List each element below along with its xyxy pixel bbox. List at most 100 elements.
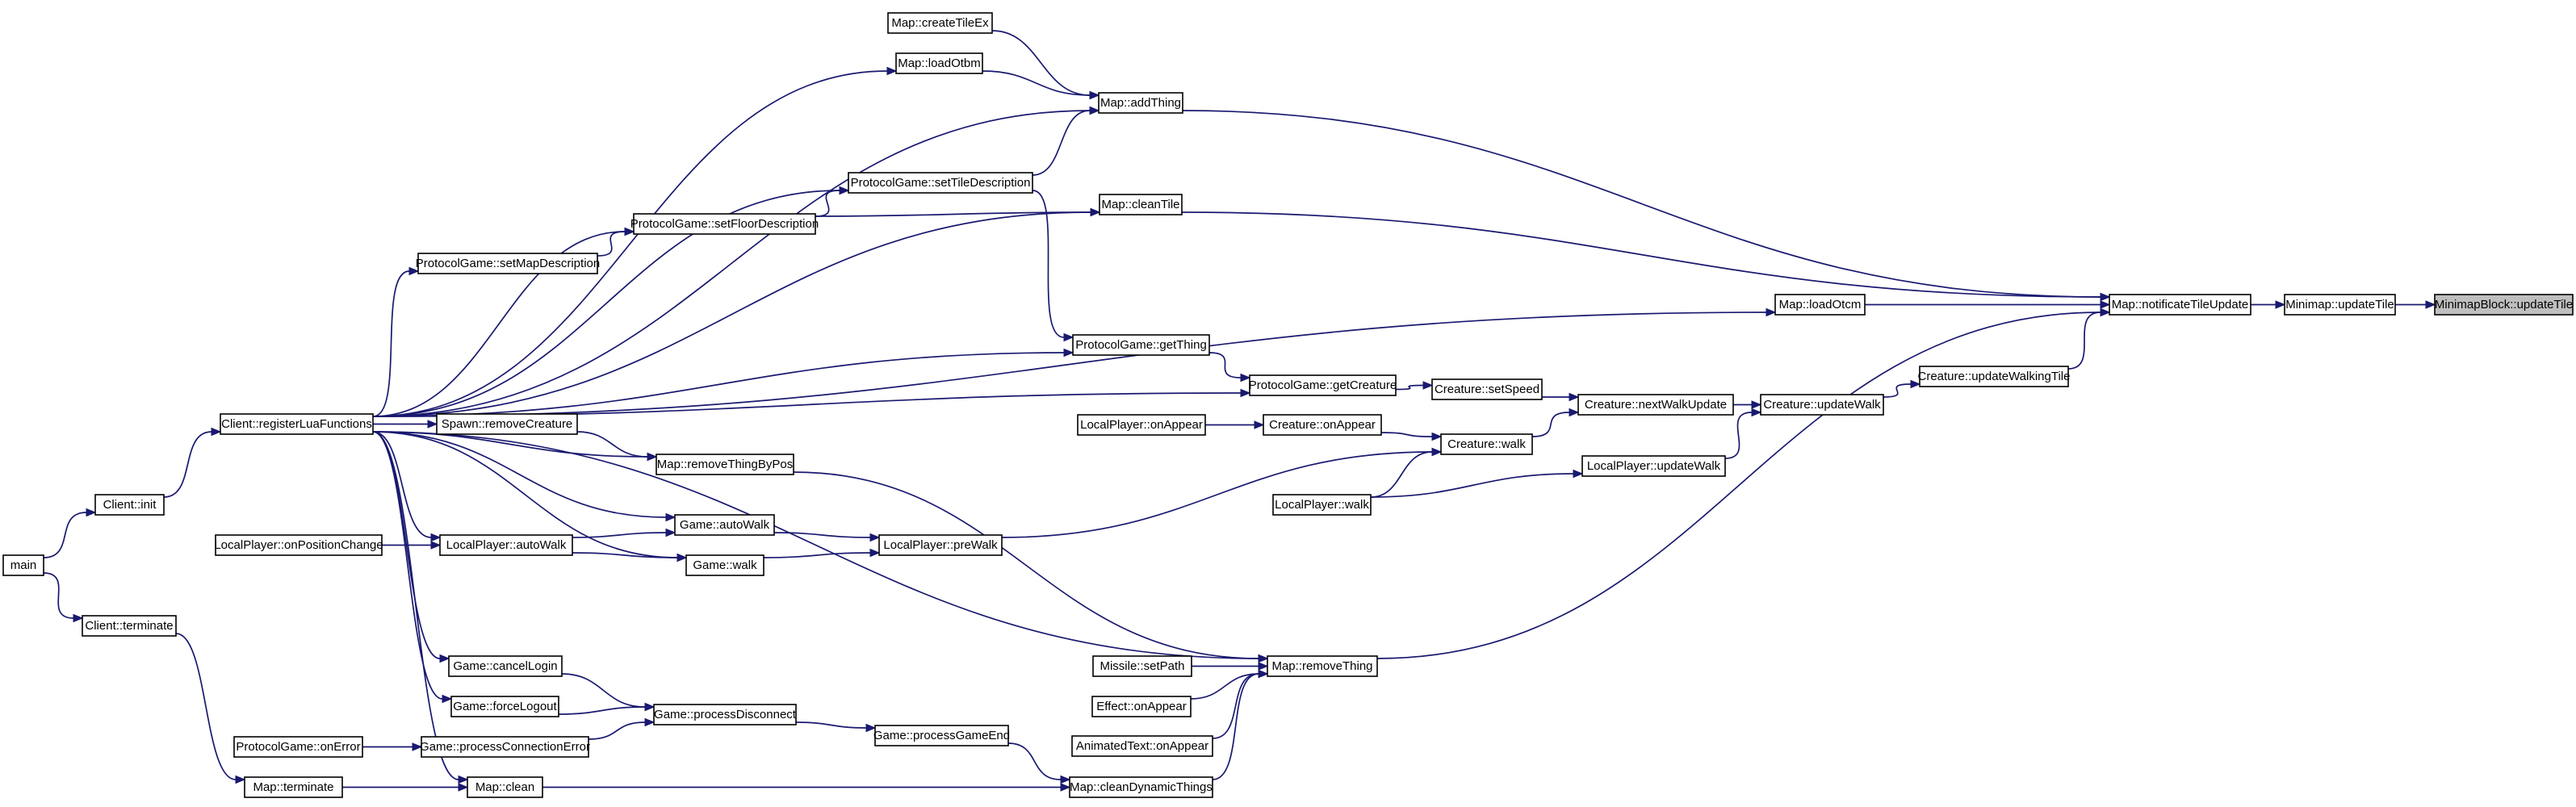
node-map-notificate-tile-update[interactable]: Map::notificateTileUpdate [2109, 294, 2251, 316]
arrowhead-icon [676, 553, 688, 562]
node-game-walk[interactable]: Game::walk [685, 554, 764, 576]
node-creature-set-speed[interactable]: Creature::setSpeed [1431, 378, 1543, 400]
node-localplayer-update-walk[interactable]: LocalPlayer::updateWalk [1581, 455, 1726, 477]
node-creature-next-walk-update[interactable]: Creature::nextWalkUpdate [1577, 394, 1734, 416]
node-box [2109, 294, 2251, 316]
node-game-process-game-end[interactable]: Game::processGameEnd [873, 725, 1010, 746]
node-box [1581, 455, 1726, 477]
node-map-add-thing[interactable]: Map::addThing [1098, 92, 1183, 114]
node-localplayer-walk[interactable]: LocalPlayer::walk [1272, 494, 1372, 516]
node-game-process-disconnect[interactable]: Game::processDisconnect [653, 704, 797, 725]
node-creature-on-appear[interactable]: Creature::onAppear [1263, 414, 1382, 436]
edge-client-register-lua-functions-to-map-add-thing [372, 106, 1100, 417]
edge-game-force-logout-to-game-process-disconnect [558, 702, 656, 715]
edge-map-load-otbm-to-map-add-thing [982, 70, 1100, 100]
node-minimap-update-tile[interactable]: Minimap::updateTile [2284, 294, 2396, 316]
node-map-load-otbm[interactable]: Map::loadOtbm [895, 52, 983, 74]
node-protocolgame-set-tile-description[interactable]: ProtocolGame::setTileDescription [848, 172, 1033, 194]
edge-line [372, 211, 1091, 417]
edge-line [372, 431, 443, 700]
node-box [421, 736, 589, 758]
node-map-clean-dynamic-things[interactable]: Map::cleanDynamicThings [1069, 776, 1213, 798]
node-missile-set-path[interactable]: Missile::setPath [1092, 655, 1192, 677]
node-spawn-remove-creature[interactable]: Spawn::removeCreature [436, 413, 578, 435]
node-localplayer-on-position-change[interactable]: LocalPlayer::onPositionChange [214, 534, 383, 556]
node-box [685, 554, 764, 576]
edge-line [372, 431, 1259, 659]
node-client-register-lua-functions[interactable]: Client::registerLuaFunctions [220, 413, 374, 435]
node-game-process-connection-error[interactable]: Game::processConnectionError [420, 736, 590, 758]
node-client-init[interactable]: Client::init [94, 494, 165, 516]
node-client-terminate[interactable]: Client::terminate [82, 615, 177, 637]
node-label: main [10, 558, 37, 572]
node-map-load-otcm[interactable]: Map::loadOtcm [1774, 294, 1866, 316]
edge-map-terminate-to-map-clean [342, 783, 469, 792]
node-map-remove-thing-by-pos[interactable]: Map::removeThingByPos [656, 454, 794, 475]
edge-line [372, 431, 459, 780]
arrowhead-icon [427, 420, 438, 429]
edge-client-terminate-to-map-terminate [175, 633, 246, 784]
edge-localplayer-walk-to-localplayer-update-walk [1370, 469, 1584, 498]
edge-client-register-lua-functions-to-map-clean [372, 431, 469, 784]
node-protocolgame-get-thing[interactable]: ProtocolGame::getThing [1072, 334, 1210, 356]
edge-localplayer-update-walk-to-creature-update-walk [1724, 408, 1762, 459]
edge-line [1208, 352, 1242, 378]
node-map-remove-thing[interactable]: Map::removeThing [1267, 655, 1378, 677]
node-animatedtext-on-appear[interactable]: AnimatedText::onAppear [1071, 735, 1213, 757]
node-minimapblock-update-tile[interactable]: MinimapBlock::updateTile [2434, 294, 2574, 316]
node-box [244, 776, 343, 798]
node-main[interactable]: main [2, 554, 44, 576]
node-label: LocalPlayer::autoWalk [446, 538, 567, 552]
arrowhead-icon [430, 533, 442, 542]
node-creature-update-walk[interactable]: Creature::updateWalk [1760, 394, 1884, 416]
node-box [215, 534, 383, 556]
node-box [1272, 494, 1372, 516]
edge-client-register-lua-functions-to-game-cancel-login [372, 431, 450, 663]
node-game-force-logout[interactable]: Game::forceLogout [450, 696, 559, 717]
node-label: Map::removeThingByPos [657, 458, 793, 471]
node-creature-update-walking-tile[interactable]: Creature::updateWalkingTile [1918, 366, 2071, 387]
edge-line [1531, 412, 1570, 437]
node-label: LocalPlayer::updateWalk [1587, 459, 1721, 473]
edge-line [815, 211, 1091, 217]
edge-client-register-lua-functions-to-game-force-logout [372, 431, 453, 704]
edge-line [372, 70, 888, 417]
node-label: Effect::onAppear [1096, 700, 1186, 713]
node-protocolgame-set-floor-description[interactable]: ProtocolGame::setFloorDescription [630, 213, 819, 235]
edge-missile-set-path-to-map-remove-thing [1192, 662, 1269, 671]
edge-creature-next-walk-update-to-creature-update-walk [1733, 400, 1762, 409]
arrowhead-icon [647, 452, 658, 462]
node-map-create-tile-ex[interactable]: Map::createTileEx [887, 12, 993, 34]
node-protocolgame-get-creature[interactable]: ProtocolGame::getCreature [1249, 374, 1397, 396]
node-label: ProtocolGame::setFloorDescription [630, 217, 819, 231]
node-box [2434, 294, 2574, 316]
arrowhead-icon [1089, 90, 1100, 100]
node-protocolgame-set-map-description[interactable]: ProtocolGame::setMapDescription [416, 253, 600, 274]
node-box [82, 615, 177, 637]
edge-map-create-tile-ex-to-map-add-thing [991, 30, 1100, 100]
node-game-cancel-login[interactable]: Game::cancelLogin [448, 655, 563, 677]
node-game-auto-walk[interactable]: Game::autoWalk [674, 514, 775, 536]
arrowhead-icon [2425, 300, 2436, 309]
edge-protocolgame-set-tile-description-to-map-add-thing [1032, 106, 1100, 176]
node-effect-on-appear[interactable]: Effect::onAppear [1091, 696, 1192, 717]
node-map-terminate[interactable]: Map::terminate [244, 776, 343, 798]
node-box [1091, 696, 1192, 717]
node-label: Game::autoWalk [680, 518, 770, 532]
node-localplayer-pre-walk[interactable]: LocalPlayer::preWalk [878, 534, 1003, 556]
node-box [1249, 374, 1397, 396]
node-label: Minimap::updateTile [2285, 298, 2394, 312]
node-map-clean[interactable]: Map::clean [467, 776, 543, 798]
edge-client-register-lua-functions-to-protocolgame-set-tile-description [372, 186, 850, 417]
edge-line [576, 431, 648, 458]
node-localplayer-auto-walk[interactable]: LocalPlayer::autoWalk [439, 534, 573, 556]
edge-client-register-lua-functions-to-protocolgame-set-map-description [372, 266, 420, 417]
node-creature-walk[interactable]: Creature::walk [1440, 433, 1533, 455]
edge-localplayer-walk-to-creature-walk [1370, 447, 1443, 498]
arrowhead-icon [886, 66, 898, 76]
node-label: Spawn::removeCreature [442, 417, 573, 431]
node-box [1069, 776, 1213, 798]
node-map-clean-tile[interactable]: Map::cleanTile [1099, 194, 1183, 215]
node-protocolgame-on-error[interactable]: ProtocolGame::onError [233, 736, 363, 758]
node-localplayer-on-appear[interactable]: LocalPlayer::onAppear [1077, 414, 1206, 436]
